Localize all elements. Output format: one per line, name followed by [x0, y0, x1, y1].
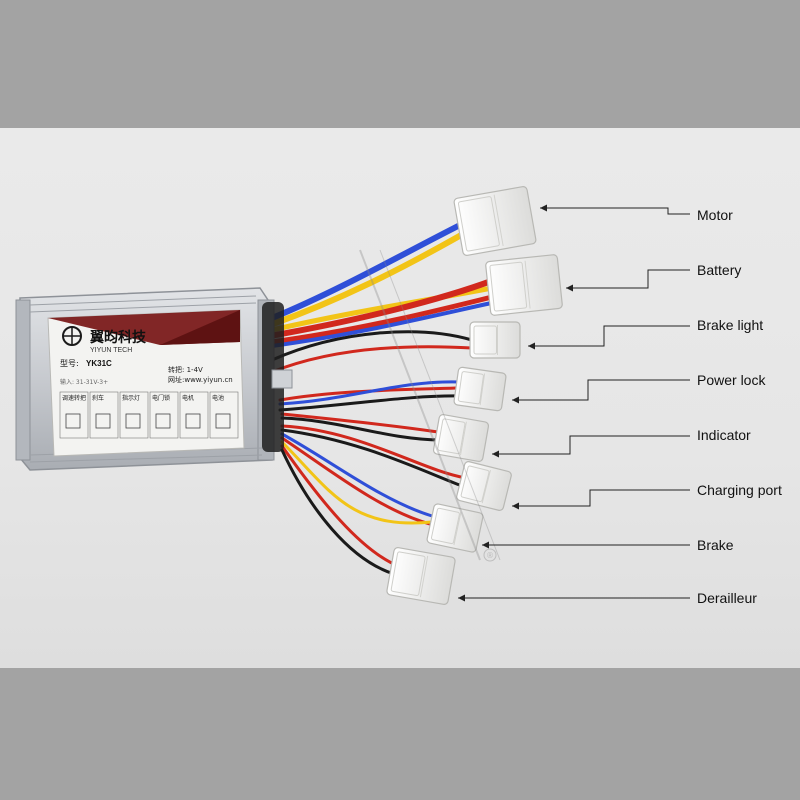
- indicator-connector: [432, 413, 490, 463]
- wire: [267, 277, 497, 339]
- top-band: [0, 0, 800, 128]
- arrowhead: [458, 594, 465, 602]
- wire: [280, 444, 400, 568]
- wire: [270, 330, 474, 362]
- website: 网址:www.yiyun.cn: [168, 375, 233, 384]
- wire: [280, 440, 434, 525]
- brake-light-connector: [469, 321, 521, 359]
- port-label: 指示灯: [122, 394, 140, 402]
- port-label: 调速转把: [62, 394, 86, 402]
- wire: [278, 380, 462, 406]
- label-derailleur: Derailleur: [697, 590, 757, 606]
- arrowhead: [492, 450, 499, 458]
- wire: [280, 432, 434, 518]
- port-symbol: [155, 413, 171, 429]
- wire: [280, 448, 396, 576]
- leader-line: [492, 435, 690, 455]
- wire: [267, 227, 473, 328]
- leader-line: [512, 379, 690, 401]
- leader-line: [540, 207, 690, 215]
- brand-cn: 翼昀科技: [89, 329, 147, 346]
- arrowhead: [540, 204, 547, 212]
- arrowhead: [482, 541, 489, 549]
- spec-input: 输入: 31-31V-3+: [60, 378, 108, 386]
- bottom-band: [0, 668, 800, 800]
- wire: [280, 412, 440, 434]
- label-battery: Battery: [697, 262, 742, 278]
- connectors: [386, 186, 563, 605]
- derailleur-connector: [386, 547, 456, 605]
- port-symbol: [215, 413, 231, 429]
- wire: [280, 424, 468, 480]
- wire: [278, 386, 458, 402]
- wire: [270, 300, 498, 348]
- port-cell: [209, 391, 239, 439]
- port-label: 刹车: [92, 394, 104, 402]
- port-cell: [149, 391, 179, 439]
- wire: [270, 345, 474, 374]
- port-symbol: [65, 413, 81, 429]
- registered-mark: ®: [486, 551, 494, 560]
- label-charging-port: Charging port: [697, 482, 782, 498]
- port-symbol: [125, 413, 141, 429]
- label-brake-light: Brake light: [697, 317, 764, 333]
- port-symbol: [95, 413, 111, 429]
- label-power-lock: Power lock: [697, 372, 766, 388]
- wire: [280, 428, 464, 488]
- charging-port-connector: [456, 461, 512, 511]
- port-cell: [179, 391, 209, 439]
- model-label: 型号:: [60, 359, 79, 368]
- arrowhead: [528, 342, 535, 350]
- arrowhead: [512, 396, 519, 404]
- wire-bundle: [267, 219, 499, 576]
- battery-connector: [485, 254, 563, 316]
- wire: [280, 416, 442, 442]
- wire: [269, 285, 495, 333]
- brand-en: YIYUN TECH: [90, 347, 132, 354]
- label-motor: Motor: [697, 207, 733, 223]
- power-lock-connector: [453, 366, 507, 412]
- port-label: 电池: [212, 394, 224, 402]
- port-cell: [119, 391, 149, 439]
- wire: [278, 394, 464, 412]
- motor-connector: [453, 186, 537, 256]
- spec-turn: 转把: 1-4V: [168, 365, 203, 374]
- label-brake: Brake: [697, 537, 734, 553]
- arrowhead: [512, 502, 519, 510]
- port-cell: [59, 391, 89, 439]
- leader-line: [566, 269, 690, 289]
- label-indicator: Indicator: [697, 427, 751, 443]
- wire: [280, 436, 432, 526]
- port-label: 电门锁: [152, 394, 170, 402]
- port-cell: [89, 391, 119, 439]
- port-label: 电机: [182, 394, 194, 402]
- model-number: YK31C: [86, 359, 112, 368]
- watermark: ®: [359, 249, 501, 562]
- wire: [269, 293, 499, 345]
- arrowhead: [566, 284, 573, 292]
- brake-connector: [426, 503, 484, 553]
- brand-logo: [62, 326, 82, 346]
- leader-line: [512, 489, 690, 507]
- wire: [269, 219, 469, 321]
- port-symbol: [185, 413, 201, 429]
- leader-lines: [458, 204, 690, 602]
- leader-line: [528, 325, 690, 347]
- port-table: 调速转把刹车 指示灯 电门锁 电机 电池: [59, 391, 239, 439]
- controller-box: 翼昀科技 YIYUN TECH 型号: YK31C 转把: 1-4V 网址:ww…: [15, 287, 293, 471]
